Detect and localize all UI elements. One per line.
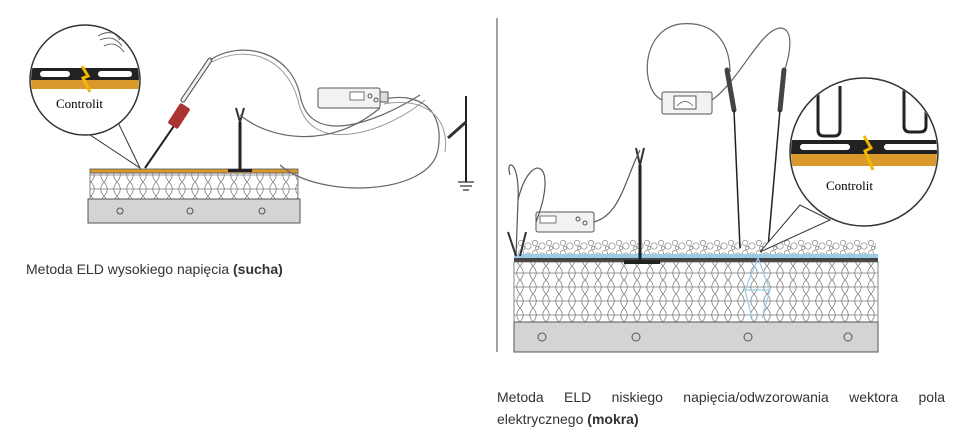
- right-caption-bold: (mokra): [587, 411, 639, 427]
- left-caption-bold: (sucha): [233, 261, 283, 277]
- low-voltage-diagram: Controlit: [507, 23, 939, 353]
- left-hv-device: [317, 87, 389, 109]
- right-magnifier-layers: [791, 86, 937, 171]
- left-probe: [144, 57, 213, 169]
- right-generator-device: [535, 211, 595, 233]
- left-magnifier-layers: [31, 32, 139, 93]
- high-voltage-diagram: Controlit: [29, 24, 474, 224]
- left-caption-text: Metoda ELD wysokiego napięcia: [26, 261, 234, 277]
- left-insulation: [89, 172, 299, 200]
- right-voltmeter: [661, 91, 713, 115]
- right-probe-left: [724, 67, 741, 249]
- left-caption: Metoda ELD wysokiego napięcia (sucha): [26, 258, 283, 280]
- left-membrane: [89, 168, 299, 174]
- right-gravel: [516, 240, 876, 254]
- right-brand-logo: Controlit: [826, 178, 873, 193]
- right-caption-text: Metoda ELD niskiego napięcia/odwzorowani…: [497, 389, 945, 427]
- right-insulation: [513, 261, 879, 323]
- right-concrete-deck: [513, 321, 879, 353]
- right-water-film: [514, 254, 878, 258]
- right-probe-right: [767, 67, 787, 249]
- right-membrane: [514, 258, 878, 262]
- left-concrete-deck: [87, 198, 301, 224]
- right-caption: Metoda ELD niskiego napięcia/odwzorowani…: [497, 386, 945, 430]
- left-brand-logo: Controlit: [56, 96, 103, 111]
